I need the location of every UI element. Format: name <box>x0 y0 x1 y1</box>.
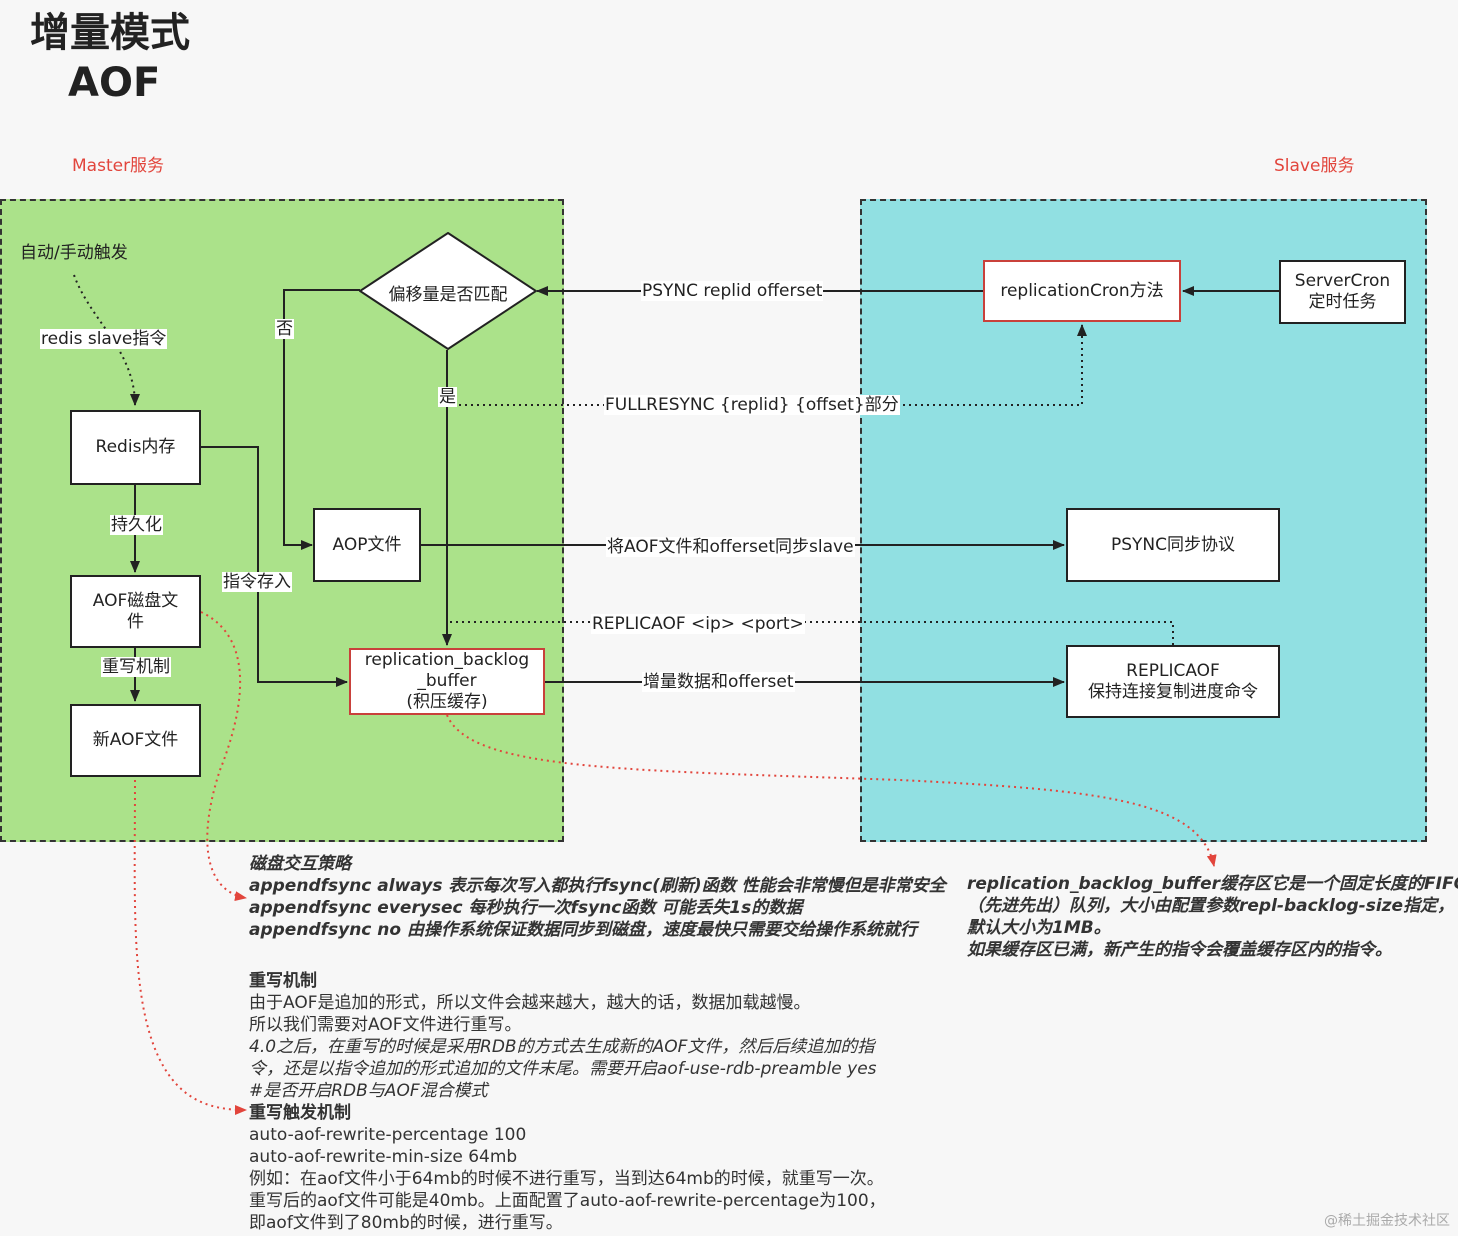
backlog-note-line: replication_backlog_buffer缓存区它是一个固定长度的FI… <box>967 874 1458 894</box>
red-link-disk-notes <box>200 611 247 902</box>
label-persist: 持久化 <box>110 515 163 535</box>
rewrite-notes-italic-line: #是否开启RDB与AOF混合模式 <box>249 1081 488 1101</box>
edge-cmd-store <box>201 446 348 687</box>
new-aof-file-box: 新AOF文件 <box>70 704 201 777</box>
backlog-note-line: （先进先出）队列，大小由配置参数repl-backlog-size指定， <box>967 896 1455 916</box>
label-incremental: 增量数据和offerset <box>642 672 795 692</box>
trigger-notes-line: auto-aof-rewrite-min-size 64mb <box>249 1147 518 1167</box>
disk-notes-line: appendfsync no 由操作系统保证数据同步到磁盘，速度最快只需要交给操… <box>249 920 918 940</box>
slave-service-label: Slave服务 <box>1274 156 1355 176</box>
replication-cron-box: replicationCron方法 <box>983 260 1181 322</box>
edge-no <box>283 289 360 550</box>
edge-trigger-to-redis <box>73 274 140 406</box>
red-link-trigger-notes <box>133 779 247 1115</box>
server-cron-box: ServerCron 定时任务 <box>1279 260 1406 324</box>
label-fullresync: FULLRESYNC {replid} {offset}部分 <box>604 395 900 415</box>
disk-notes-line: appendfsync always 表示每次写入都执行fsync(刷新)函数 … <box>249 876 946 896</box>
backlog-note-line: 如果缓存区已满，新产生的指令会覆盖缓存区内的指令。 <box>967 940 1392 960</box>
label-replicaof-cmd: REPLICAOF <ip> <port> <box>591 614 805 634</box>
rewrite-notes-heading: 重写机制 <box>249 971 317 991</box>
master-service-label: Master服务 <box>72 156 165 176</box>
label-sync-aof: 将AOF文件和offerset同步slave <box>606 537 855 557</box>
disk-notes-heading: 磁盘交互策略 <box>249 854 351 874</box>
trigger-notes-line: auto-aof-rewrite-percentage 100 <box>249 1125 527 1145</box>
title-line-1: 增量模式 <box>30 10 190 56</box>
backlog-note-line: 默认大小为1MB。 <box>967 918 1111 938</box>
page-title: 增量模式 AOF <box>30 8 190 108</box>
trigger-notes-heading: 重写触发机制 <box>249 1103 351 1123</box>
psync-protocol-box: PSYNC同步协议 <box>1066 508 1280 582</box>
rewrite-notes-line: 由于AOF是追加的形式，所以文件会越来越大，越大的话，数据加载越慢。 <box>249 993 811 1013</box>
edge-fullresync <box>447 324 1087 406</box>
label-redis-slave-cmd: redis slave指令 <box>40 329 168 349</box>
label-cmd-store: 指令存入 <box>222 572 292 592</box>
trigger-notes-line: 即aof文件到了80mb的时候，进行重写。 <box>249 1213 563 1233</box>
trigger-text: 自动/手动触发 <box>20 243 128 263</box>
label-yes: 是 <box>438 387 457 407</box>
disk-strategy-notes: 磁盘交互策略 appendfsync always 表示每次写入都执行fsync… <box>249 853 946 941</box>
offset-match-diamond <box>359 232 537 350</box>
replicaof-box: REPLICAOF 保持连接复制进度命令 <box>1066 645 1280 718</box>
label-psync: PSYNC replid offerset <box>641 281 824 301</box>
trigger-notes-line: 例如：在aof文件小于64mb的时候不进行重写，当到达64mb的时候，就重写一次… <box>249 1169 884 1189</box>
label-no: 否 <box>275 319 294 339</box>
rewrite-notes: 重写机制 由于AOF是追加的形式，所以文件会越来越大，越大的话，数据加载越慢。 … <box>249 970 886 1234</box>
rewrite-notes-line: 所以我们需要对AOF文件进行重写。 <box>249 1015 522 1035</box>
offset-match-text: 偏移量是否匹配 <box>388 285 508 305</box>
aof-disk-file-box: AOF磁盘文件 <box>70 575 201 648</box>
edge-replicaof <box>447 621 1174 645</box>
title-line-2: AOF <box>68 60 161 106</box>
watermark: @稀土掘金技术社区 <box>1324 1213 1450 1229</box>
backlog-buffer-note: replication_backlog_buffer缓存区它是一个固定长度的FI… <box>967 873 1458 961</box>
rewrite-notes-italic-line: 令，还是以指令追加的形式追加的文件末尾。需要开启aof-use-rdb-prea… <box>249 1059 877 1079</box>
aop-file-box: AOP文件 <box>313 508 421 582</box>
backlog-buffer-box: replication_backlog _buffer (积压缓存) <box>349 648 545 715</box>
label-rewrite: 重写机制 <box>101 657 171 677</box>
trigger-notes-line: 重写后的aof文件可能是40mb。上面配置了auto-aof-rewrite-p… <box>249 1191 886 1211</box>
disk-notes-line: appendfsync everysec 每秒执行一次fsync函数 可能丢失1… <box>249 898 803 918</box>
red-link-backlog-note <box>446 714 1217 867</box>
redis-memory-box: Redis内存 <box>70 410 201 485</box>
rewrite-notes-italic-line: 4.0之后，在重写的时候是采用RDB的方式去生成新的AOF文件，然后后续追加的指 <box>249 1037 875 1057</box>
